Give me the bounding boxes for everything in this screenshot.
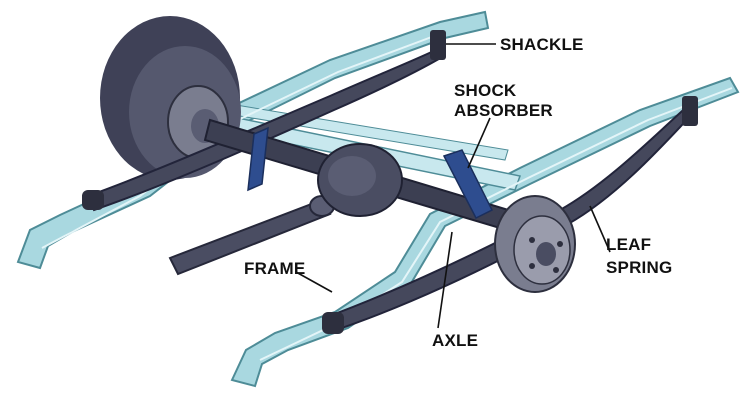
shackle-right (682, 96, 698, 126)
leader-shock-absorber (467, 117, 491, 169)
shock-absorbers (247, 126, 494, 220)
label-shackle: SHACKLE (500, 35, 584, 54)
label-shock-absorber-line1: SHOCK (454, 81, 517, 100)
leader-axle (437, 231, 453, 329)
lug-nut-1 (529, 237, 535, 243)
label-shock-absorber-line2: ABSORBER (454, 101, 553, 120)
differential-cover (328, 156, 376, 196)
label-axle: AXLE (432, 331, 478, 350)
callout-labels: SHACKLE SHOCK ABSORBER FRAME AXLE LEAF S… (244, 35, 672, 350)
lug-nut-3 (553, 267, 559, 273)
shock-absorber-left (247, 126, 269, 192)
brake-drum-hub (536, 242, 556, 266)
shock-absorber-right (442, 149, 494, 220)
label-frame: FRAME (244, 259, 305, 278)
leader-lines (295, 43, 611, 329)
shackle-left (430, 30, 446, 60)
lug-nut-2 (557, 241, 563, 247)
right-brake-drum (494, 195, 576, 293)
spring-eye-left-front (82, 190, 104, 210)
leader-frame (295, 271, 333, 293)
axle-assembly (203, 118, 527, 236)
shackles (430, 30, 698, 126)
leader-leaf-spring (589, 205, 611, 253)
label-leaf-spring-line2: SPRING (606, 258, 672, 277)
label-leaf-spring-line1: LEAF (606, 235, 651, 254)
lug-nut-4 (529, 263, 535, 269)
spring-eye-right-rear (322, 312, 344, 334)
